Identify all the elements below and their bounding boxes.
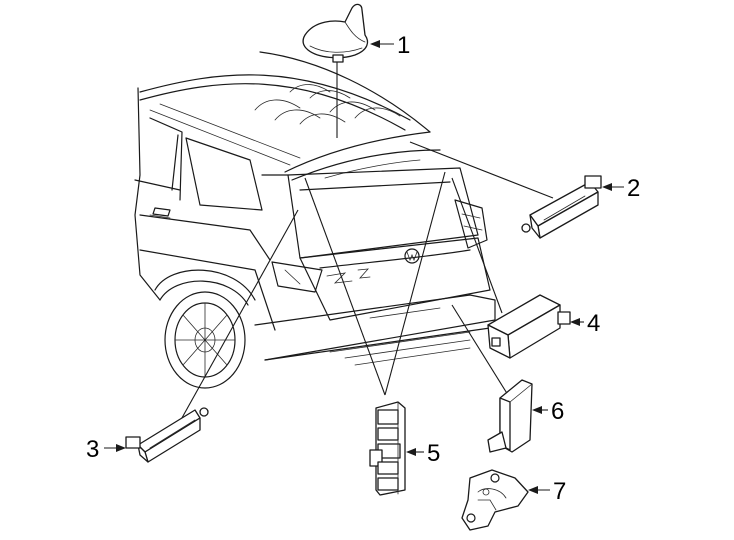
part-4-control-unit <box>487 294 571 359</box>
callout-7: 7 <box>553 478 566 505</box>
callout-arrows <box>104 40 624 494</box>
vehicle-illustration <box>134 51 496 389</box>
part-6-sensor <box>487 379 533 453</box>
callout-3: 3 <box>86 436 99 463</box>
part-5-connector-module <box>369 401 406 496</box>
callout-5: 5 <box>427 440 440 467</box>
callout-4: 4 <box>587 310 600 337</box>
callout-6: 6 <box>551 398 564 425</box>
callout-labels: 1 2 3 4 5 6 7 <box>86 32 640 505</box>
part-7-bracket <box>461 469 529 531</box>
part-2-amplifier <box>521 175 602 239</box>
leader-lines <box>177 62 554 426</box>
callout-2: 2 <box>627 175 640 202</box>
part-3-module <box>125 407 209 463</box>
part-1-roof-antenna <box>302 3 369 63</box>
callout-1: 1 <box>397 32 410 59</box>
